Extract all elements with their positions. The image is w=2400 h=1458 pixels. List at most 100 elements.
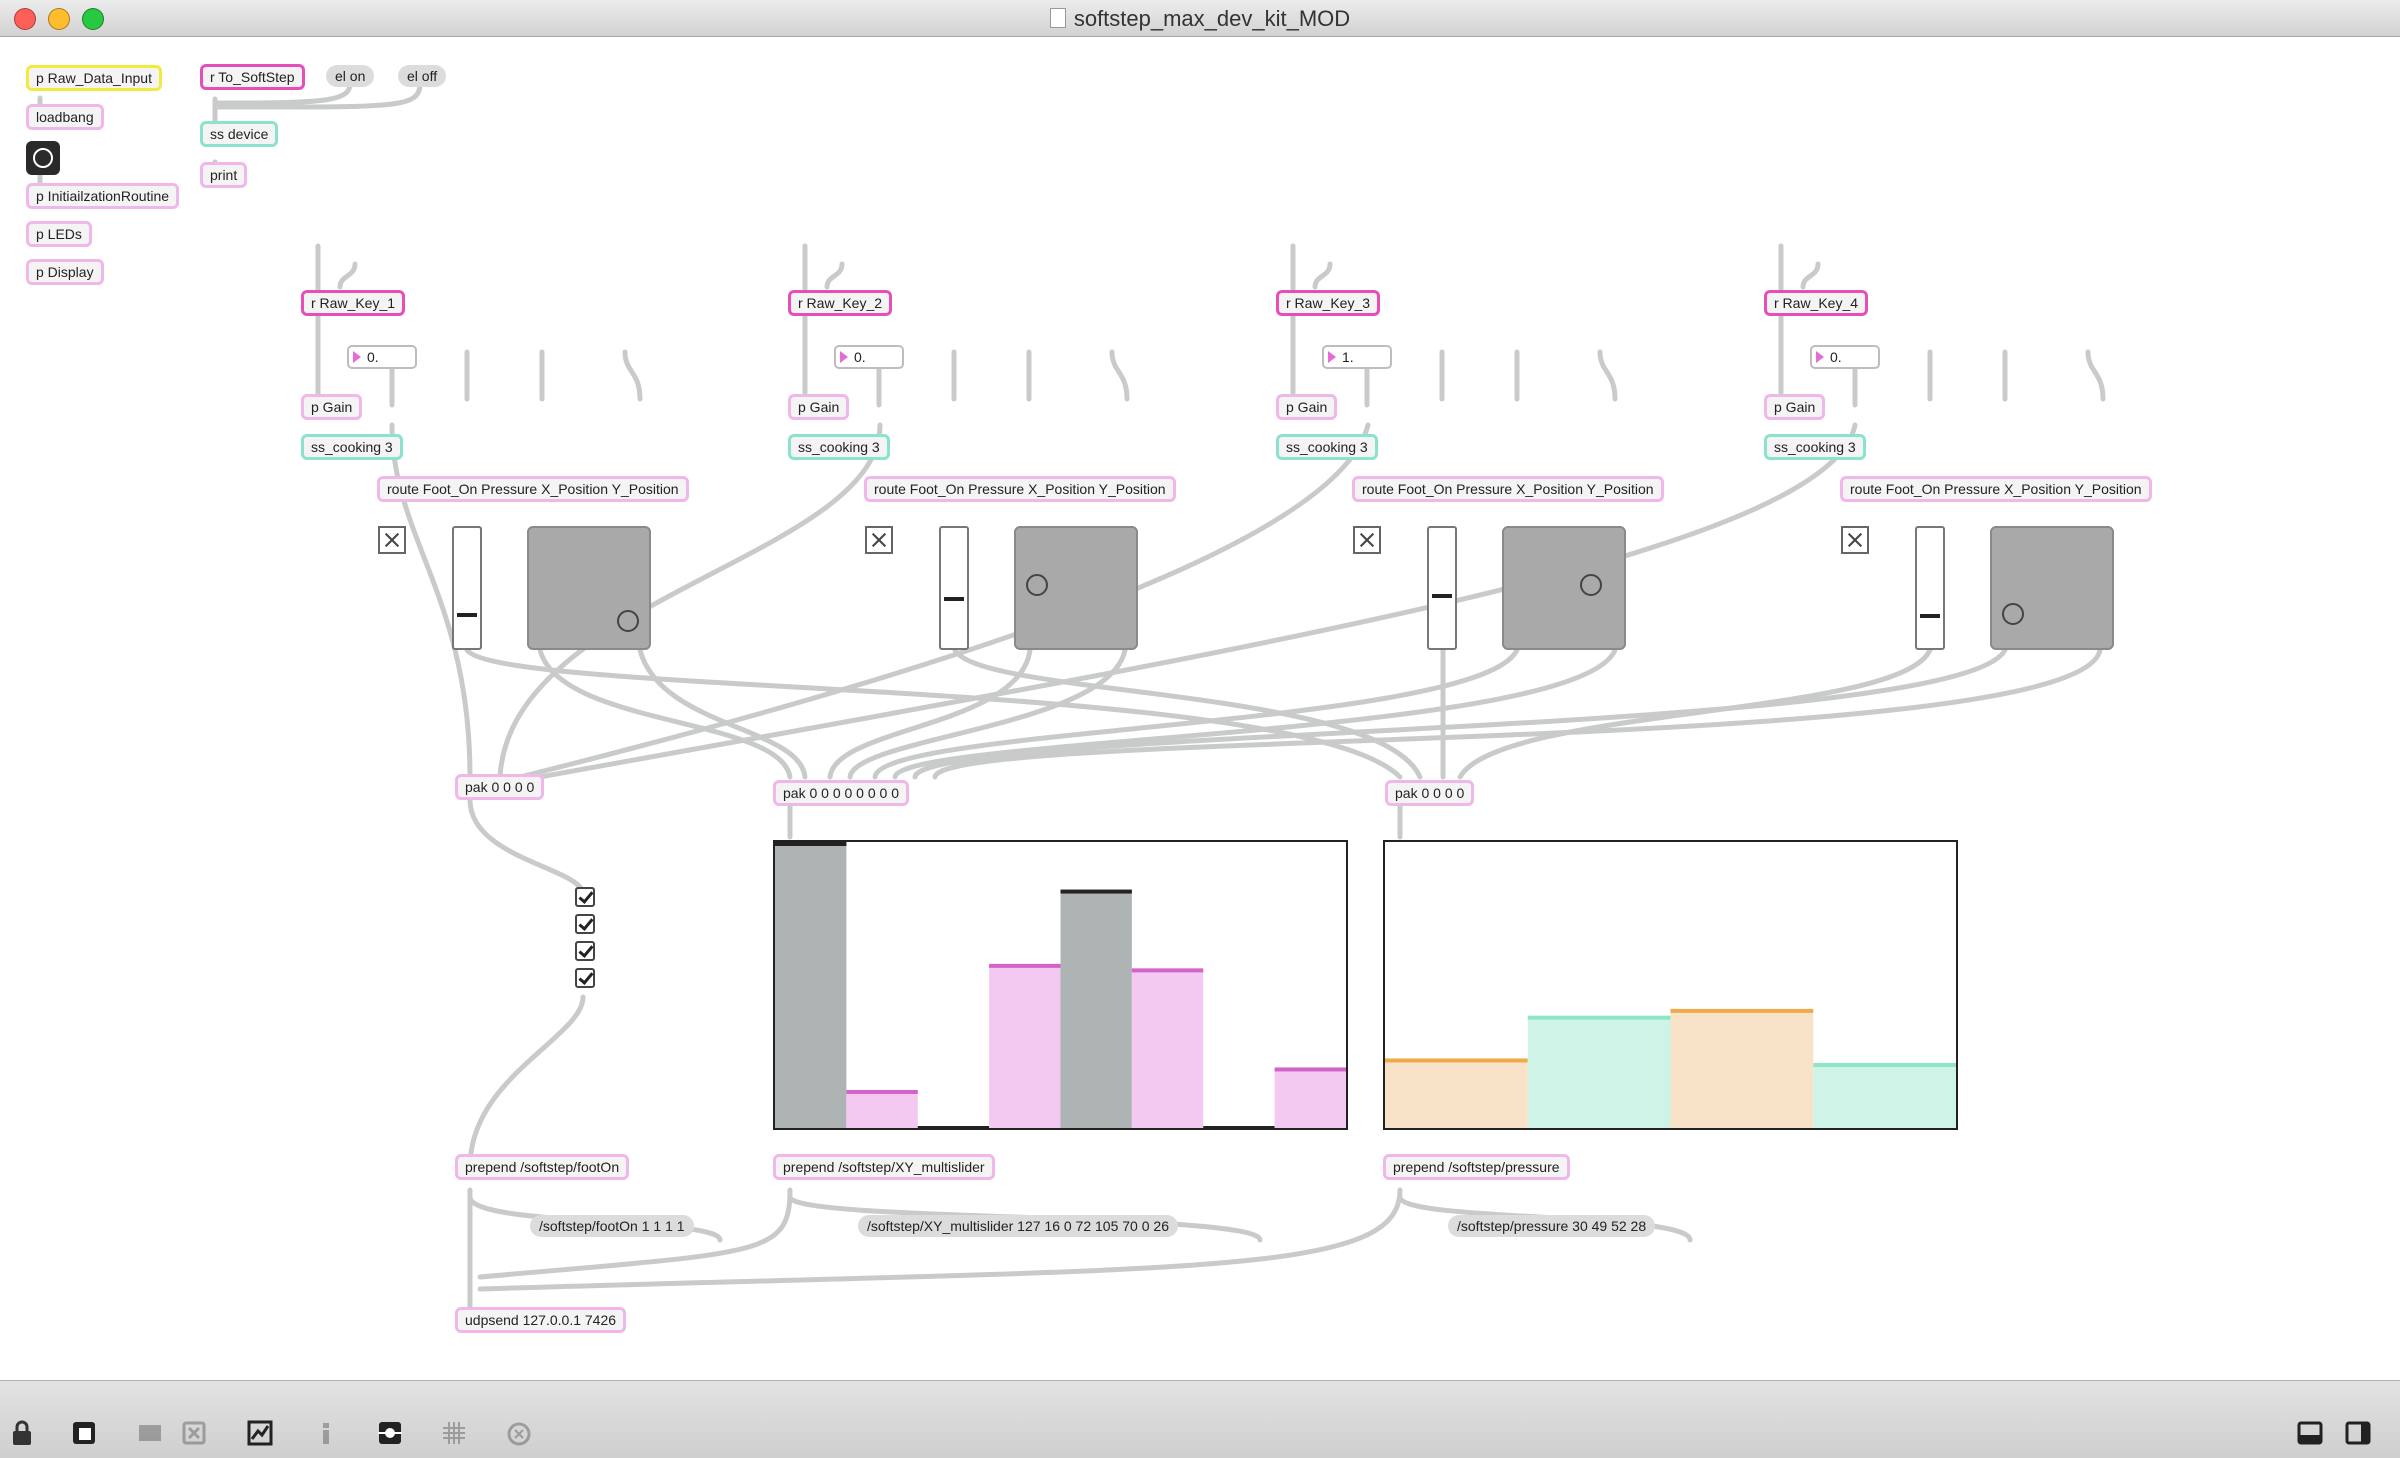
bar-1[interactable] [1385, 1060, 1528, 1128]
ss-cooking-object[interactable]: ss_cooking 3 [1764, 434, 1866, 460]
new-object-icon[interactable] [70, 1419, 98, 1447]
gain-object[interactable]: p Gain [301, 394, 363, 420]
foot-on-checkbox-1[interactable] [575, 887, 595, 907]
pressure-multislider[interactable] [1383, 840, 1958, 1130]
foot-on-checkbox-3[interactable] [575, 941, 595, 961]
xy-message[interactable]: /softstep/XY_multislider 127 16 0 72 105… [858, 1215, 1178, 1237]
gain-value: 0. [854, 349, 866, 365]
clear-icon[interactable] [180, 1419, 208, 1447]
xy-pad-dot[interactable] [1580, 574, 1602, 596]
print-object[interactable]: print [200, 162, 248, 188]
bottom-panel-icon[interactable] [2296, 1419, 2324, 1447]
presentation-icon[interactable] [136, 1419, 164, 1447]
chart-icon[interactable] [246, 1419, 274, 1447]
raw-data-input-object[interactable]: p Raw_Data_Input [26, 65, 162, 91]
bar-level-3 [1670, 1008, 1814, 1013]
udpsend-object[interactable]: udpsend 127.0.0.1 7426 [455, 1307, 627, 1333]
lock-icon[interactable] [8, 1419, 36, 1447]
gain-object[interactable]: p Gain [1276, 394, 1338, 420]
bar-2[interactable] [846, 1091, 918, 1128]
pressure-slider[interactable] [452, 526, 482, 650]
minimize-button[interactable] [48, 8, 70, 30]
loadbang-object[interactable]: loadbang [26, 104, 104, 130]
pressure-slider[interactable] [1427, 526, 1457, 650]
route-object[interactable]: route Foot_On Pressure X_Position Y_Posi… [377, 476, 689, 502]
display-object[interactable]: p Display [26, 259, 104, 285]
xy-pad[interactable] [527, 526, 651, 650]
patcher-canvas[interactable]: p Raw_Data_Input loadbang p Initiailzati… [0, 37, 2400, 1380]
close-button[interactable] [14, 8, 36, 30]
grid-icon[interactable] [440, 1419, 468, 1447]
connect-icon[interactable] [376, 1419, 404, 1447]
el-on-message[interactable]: el on [326, 65, 375, 87]
ss-cooking-object[interactable]: ss_cooking 3 [301, 434, 403, 460]
foot-on-checkbox-2[interactable] [575, 914, 595, 934]
gain-value: 0. [367, 349, 379, 365]
info-icon[interactable] [312, 1419, 340, 1447]
prepend-pressure-object[interactable]: prepend /softstep/pressure [1383, 1154, 1570, 1180]
pak-footon-object[interactable]: pak 0 0 0 0 [455, 774, 545, 800]
bar-level-1 [1385, 1058, 1528, 1063]
foot-on-toggle[interactable] [865, 526, 893, 554]
route-object[interactable]: route Foot_On Pressure X_Position Y_Posi… [1352, 476, 1664, 502]
gain-number-box[interactable]: 0. [347, 345, 417, 369]
bar-2[interactable] [1527, 1017, 1671, 1128]
bang-button[interactable] [26, 141, 60, 175]
bar-4[interactable] [1813, 1064, 1956, 1128]
raw-key-receive[interactable]: r Raw_Key_3 [1276, 290, 1381, 316]
pressure-slider[interactable] [1915, 526, 1945, 650]
gain-value: 1. [1342, 349, 1354, 365]
foot-on-toggle[interactable] [378, 526, 406, 554]
el-off-message[interactable]: el off [398, 65, 447, 87]
foot-on-checkbox-4[interactable] [575, 968, 595, 988]
xy-pad-dot[interactable] [1026, 574, 1048, 596]
pressure-message[interactable]: /softstep/pressure 30 49 52 28 [1448, 1215, 1656, 1237]
bar-level-5 [1060, 889, 1132, 894]
slider-knob [1920, 613, 1940, 618]
prepend-footon-object[interactable]: prepend /softstep/footOn [455, 1154, 630, 1180]
bar-3[interactable] [1670, 1010, 1814, 1128]
ss-device-object[interactable]: ss device [200, 121, 279, 147]
sidebar-panel-icon[interactable] [2344, 1419, 2372, 1447]
zoom-button[interactable] [82, 8, 104, 30]
bar-5[interactable] [1060, 891, 1132, 1128]
slider-knob [944, 596, 964, 601]
raw-key-receive[interactable]: r Raw_Key_2 [788, 290, 893, 316]
ss-cooking-object[interactable]: ss_cooking 3 [1276, 434, 1378, 460]
to-softstep-receive[interactable]: r To_SoftStep [200, 64, 305, 90]
xy-pad[interactable] [1502, 526, 1626, 650]
foot-on-toggle[interactable] [1353, 526, 1381, 554]
pak-xy-object[interactable]: pak 0 0 0 0 0 0 0 0 [773, 780, 909, 806]
prepend-xy-object[interactable]: prepend /softstep/XY_multislider [773, 1154, 995, 1180]
debug-icon[interactable] [505, 1419, 533, 1447]
ss-cooking-object[interactable]: ss_cooking 3 [788, 434, 890, 460]
xy-pad[interactable] [1014, 526, 1138, 650]
gain-object[interactable]: p Gain [788, 394, 850, 420]
xy-pad-dot[interactable] [617, 610, 639, 632]
xy-pad[interactable] [1990, 526, 2114, 650]
pressure-slider[interactable] [939, 526, 969, 650]
slider-knob [1432, 593, 1452, 598]
gain-number-box[interactable]: 0. [834, 345, 904, 369]
bar-8[interactable] [1274, 1069, 1346, 1128]
initialization-routine-object[interactable]: p InitiailzationRoutine [26, 183, 180, 209]
leds-object[interactable]: p LEDs [26, 221, 92, 247]
bar-6[interactable] [1131, 970, 1204, 1128]
bar-4[interactable] [989, 965, 1061, 1128]
number-arrow-icon [353, 351, 361, 363]
bar-1[interactable] [775, 842, 847, 1128]
raw-key-receive[interactable]: r Raw_Key_1 [301, 290, 406, 316]
xy-pad-dot[interactable] [2002, 603, 2024, 625]
gain-number-box[interactable]: 1. [1322, 345, 1392, 369]
route-object[interactable]: route Foot_On Pressure X_Position Y_Posi… [864, 476, 1176, 502]
gain-object[interactable]: p Gain [1764, 394, 1826, 420]
footon-message[interactable]: /softstep/footOn 1 1 1 1 [530, 1215, 694, 1237]
route-object[interactable]: route Foot_On Pressure X_Position Y_Posi… [1840, 476, 2152, 502]
gain-number-box[interactable]: 0. [1810, 345, 1880, 369]
foot-on-toggle[interactable] [1841, 526, 1869, 554]
raw-key-receive[interactable]: r Raw_Key_4 [1764, 290, 1869, 316]
patch-cords [37, 81, 2106, 1312]
patcher-toolbar [0, 1380, 2400, 1458]
pak-pressure-object[interactable]: pak 0 0 0 0 [1385, 780, 1475, 806]
xy-multislider[interactable] [773, 840, 1348, 1130]
